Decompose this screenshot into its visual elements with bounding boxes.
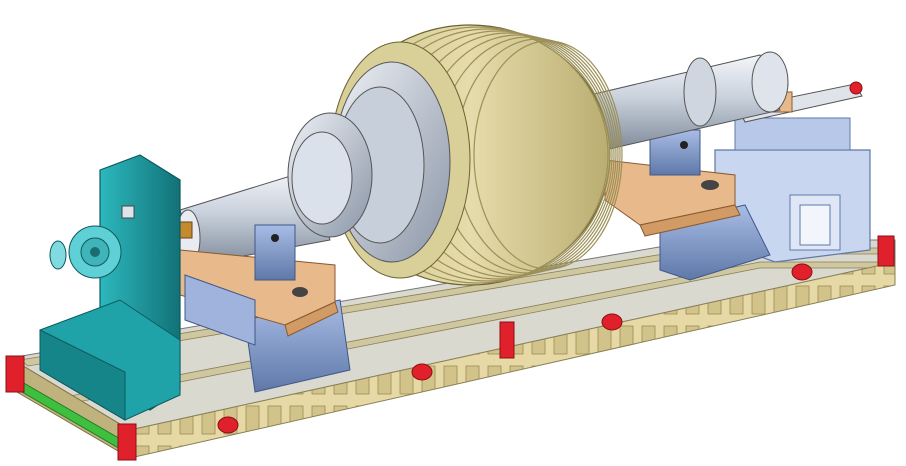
red-knob (411, 363, 433, 381)
red-joint-block (499, 321, 515, 359)
drive-stand (39, 154, 181, 421)
base-frame (5, 235, 896, 461)
red-corner-block (117, 423, 137, 461)
red-knob (217, 416, 239, 434)
left-pedestal (179, 224, 351, 393)
rotor-drum (287, 24, 623, 286)
red-knob (601, 313, 623, 331)
red-corner-block (5, 355, 25, 393)
red-corner-block (877, 235, 895, 267)
red-knob (791, 263, 813, 281)
right-pedestal (604, 129, 771, 281)
